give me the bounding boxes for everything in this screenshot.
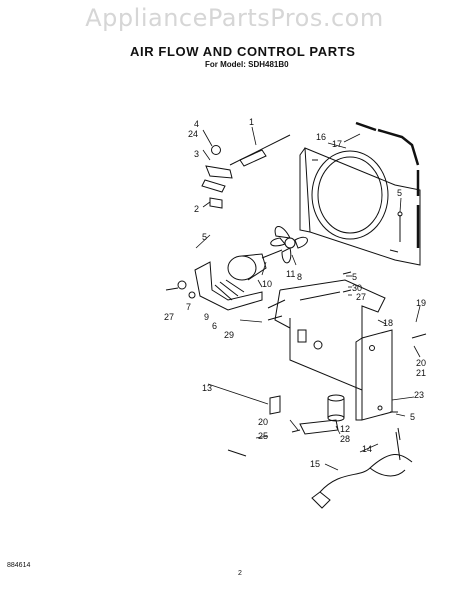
callout-14: 14 [362,444,372,454]
footer-code: 884614 [7,562,31,569]
power-cord [311,431,413,509]
callout-8: 8 [297,272,302,282]
fan-shroud [299,147,421,266]
callout-7: 7 [186,302,191,312]
model-subtitle: For Model: SDH481B0 [205,60,289,69]
callout-23: 23 [414,390,424,400]
side-panel [355,329,393,421]
control-housing [267,279,386,391]
callout-9: 9 [204,312,209,322]
gasket-strips [355,121,420,248]
callout-13: 13 [202,383,212,393]
sensor-assembly [201,134,291,193]
page-number: 2 [238,570,242,577]
callout-21: 21 [416,368,426,378]
watermark: AppliancePartsPros.com [85,4,384,32]
callout-1: 1 [249,117,254,127]
fan-blade [270,226,308,264]
callout-10: 10 [262,279,272,289]
relay-part [269,395,281,415]
callout-15: 15 [310,459,320,469]
callout-4: 4 [194,119,199,129]
callout-3: 3 [194,149,199,159]
callout-2: 2 [194,204,199,214]
callout-19: 19 [416,298,426,308]
callout-30: 30 [352,283,362,293]
callout-16: 16 [316,132,326,142]
callout-5d: 5 [410,412,415,422]
page-title: AIR FLOW AND CONTROL PARTS [130,44,356,59]
callout-20b: 20 [258,417,268,427]
callout-5c: 5 [352,272,357,282]
callout-numbers: 1 4 24 3 2 5 16 17 5 11 8 10 5 30 27 7 2… [164,117,426,469]
callout-20a: 20 [416,358,426,368]
leader-lines [195,126,421,471]
wire-lead [227,449,247,457]
callout-12: 12 [340,424,350,434]
callout-5b: 5 [397,188,402,198]
motor-bracket [177,261,263,311]
fan-motor [214,249,283,301]
callout-24: 24 [188,129,198,139]
callout-18: 18 [383,318,393,328]
callout-5a: 5 [202,232,207,242]
callout-28: 28 [340,434,350,444]
callout-27a: 27 [164,312,174,322]
callout-11: 11 [286,269,295,279]
screws [165,211,427,441]
callout-17: 17 [332,139,342,149]
callout-25: 25 [258,431,268,441]
callout-6: 6 [212,321,217,331]
callout-29: 29 [224,330,234,340]
clip-part [209,197,223,209]
callout-27b: 27 [356,292,366,302]
